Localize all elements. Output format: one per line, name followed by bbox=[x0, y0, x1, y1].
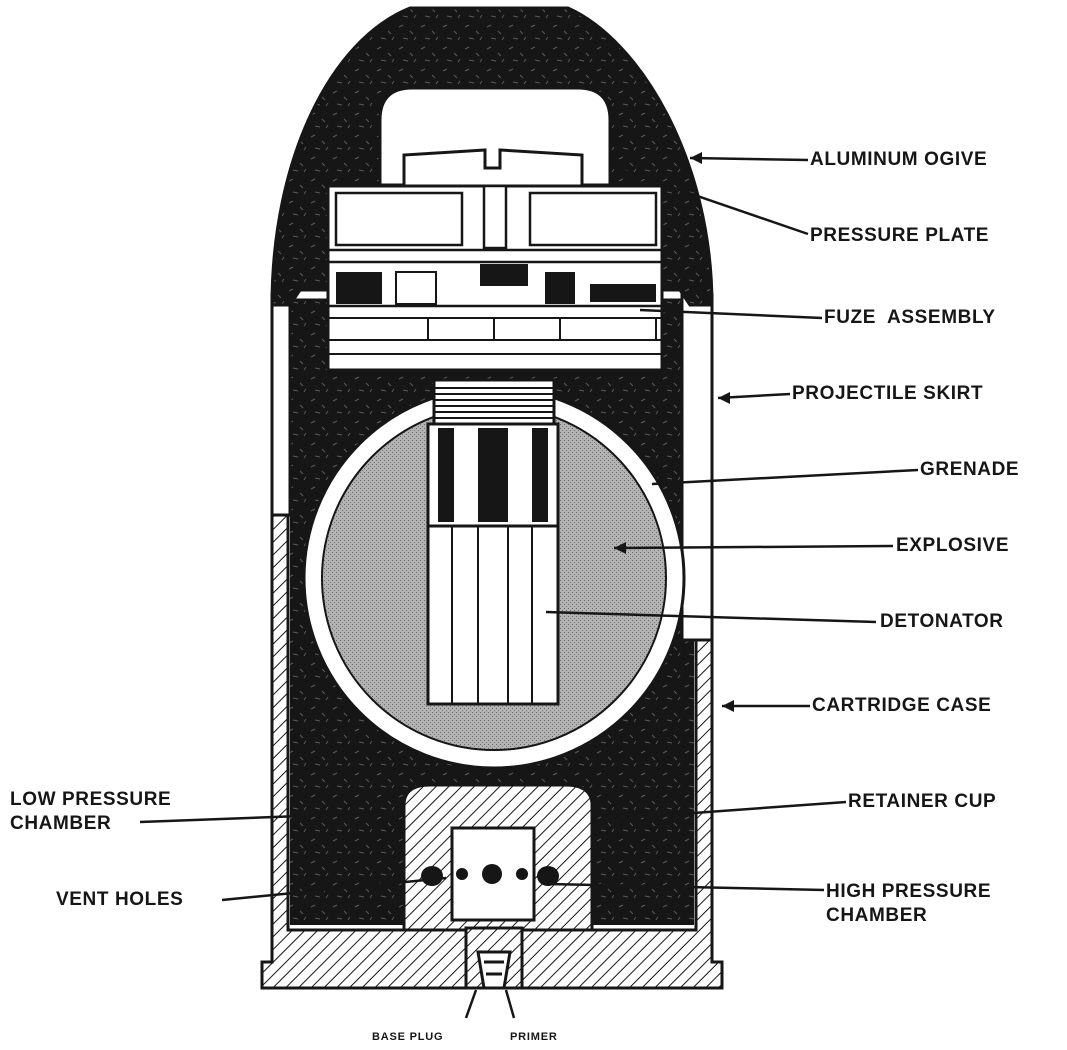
label-base-plug: BASE PLUG bbox=[372, 1031, 444, 1043]
vent-hole bbox=[456, 868, 468, 880]
label-explosive: EXPLOSIVE bbox=[896, 535, 1010, 556]
vent-hole bbox=[482, 864, 502, 884]
leader-low-pressure-chamber bbox=[139, 812, 355, 824]
detonator bbox=[426, 422, 560, 706]
label-fuze-assembly: FUZE ASSEMBLY bbox=[824, 307, 996, 328]
label-low-pressure-chamber-line1: LOW PRESSURE bbox=[10, 789, 172, 810]
leader-grenade bbox=[651, 468, 919, 486]
vent-hole bbox=[421, 866, 443, 886]
label-cartridge-case: CARTRIDGE CASE bbox=[812, 695, 992, 716]
label-aluminum-ogive: ALUMINUM OGIVE bbox=[810, 149, 988, 170]
leader-explosive bbox=[613, 544, 894, 550]
leader-retainer-cup bbox=[595, 800, 847, 822]
leader-fuze-assembly bbox=[639, 308, 823, 320]
cartridge-case bbox=[260, 510, 724, 990]
fuze-assembly bbox=[326, 184, 664, 372]
leader-pressure-plate bbox=[609, 164, 809, 236]
vent-hole bbox=[516, 868, 528, 880]
label-retainer-cup: RETAINER CUP bbox=[848, 791, 997, 812]
leader-high-pressure-chamber bbox=[547, 882, 825, 892]
primer bbox=[476, 950, 512, 990]
vent-hole bbox=[537, 866, 559, 886]
leader-primer bbox=[504, 989, 516, 1019]
label-high-pressure-chamber-line1: HIGH PRESSURE bbox=[826, 881, 992, 902]
label-vent-holes: VENT HOLES bbox=[56, 889, 184, 910]
label-grenade: GRENADE bbox=[920, 459, 1020, 480]
pressure-plate bbox=[402, 148, 584, 190]
label-detonator: DETONATOR bbox=[880, 611, 1004, 632]
label-primer: PRIMER bbox=[510, 1031, 558, 1043]
leader-detonator bbox=[545, 610, 877, 624]
label-pressure-plate: PRESSURE PLATE bbox=[810, 225, 990, 246]
label-projectile-skirt: PROJECTILE SKIRT bbox=[792, 383, 984, 404]
leader-base-plug bbox=[464, 989, 478, 1019]
label-high-pressure-chamber-line2: CHAMBER bbox=[826, 905, 928, 926]
label-low-pressure-chamber-line2: CHAMBER bbox=[10, 813, 112, 834]
leader-vent-holes bbox=[221, 876, 447, 902]
leader-aluminum-ogive bbox=[689, 156, 809, 162]
